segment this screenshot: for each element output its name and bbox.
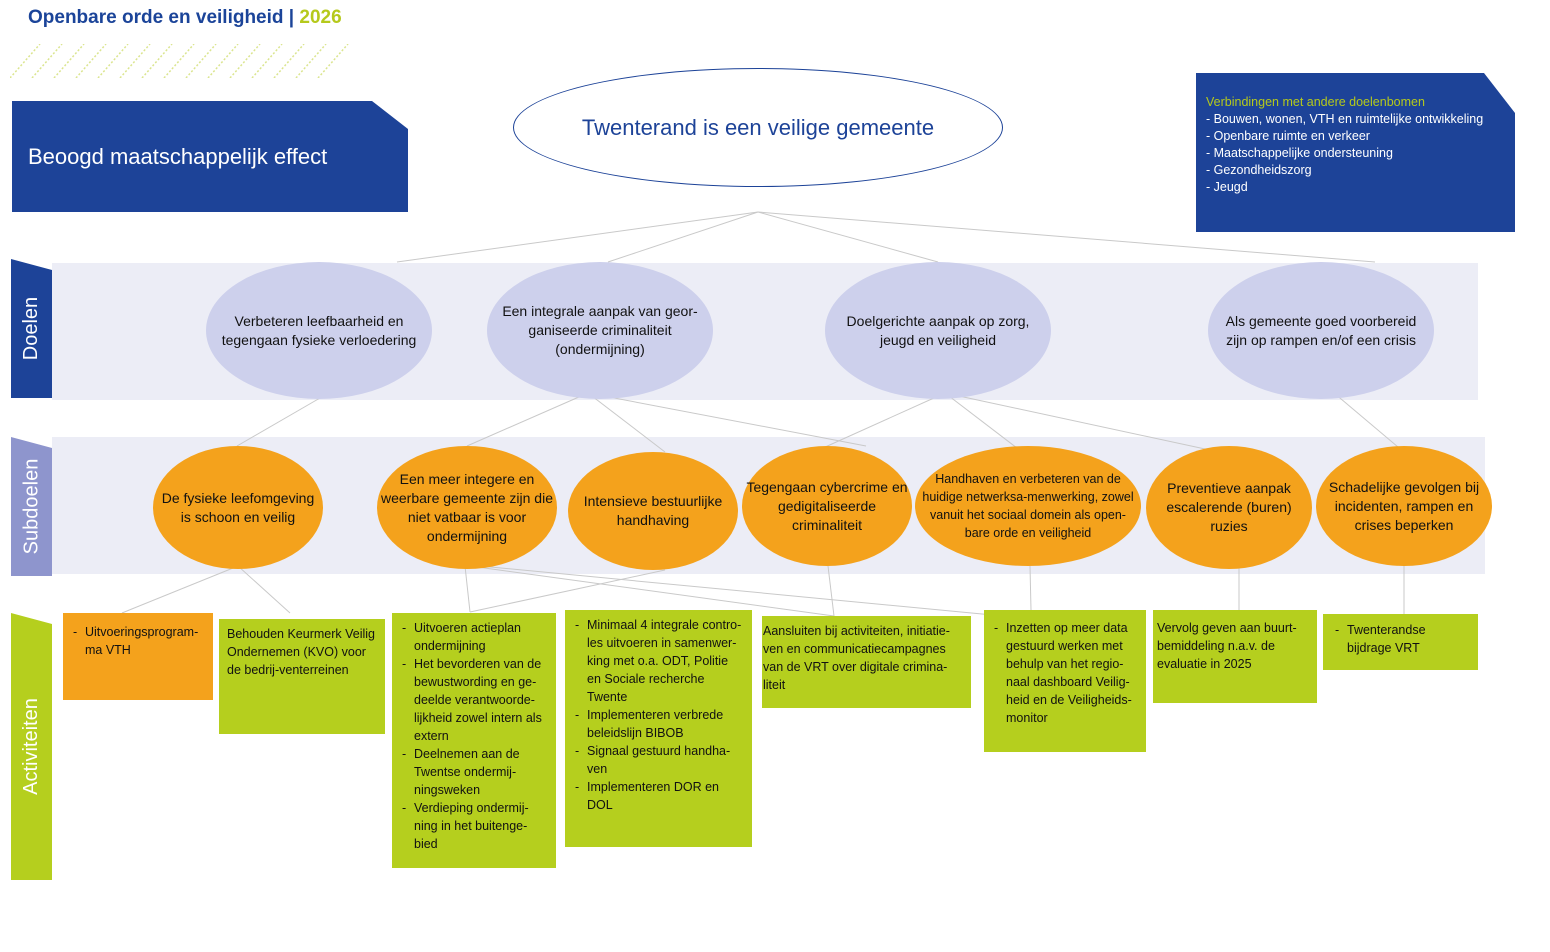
title-text: Openbare orde en veiligheid bbox=[28, 7, 284, 28]
section-label-doelen-text: Doelen bbox=[20, 296, 43, 361]
activity-item: Uitvoeringsprogram-ma VTH bbox=[73, 623, 205, 659]
activity-item: Implementeren DOR en DOL bbox=[575, 778, 744, 814]
main-goal-ellipse: Twenterand is een veilige gemeente bbox=[513, 68, 1003, 187]
section-label-subdoelen: Subdoelen bbox=[11, 437, 52, 576]
subgoal-ellipse: Preventieve aanpak escalerende (buren) r… bbox=[1146, 446, 1312, 569]
activity-box: Inzetten op meer data gestuurd werken me… bbox=[984, 610, 1146, 752]
decorative-hatch bbox=[10, 44, 349, 78]
connection-item: - Maatschappelijke ondersteuning bbox=[1206, 146, 1393, 160]
goal-text: Doelgerichte aanpak op zorg, jeugd en ve… bbox=[846, 312, 1030, 348]
activity-box: Uitvoeringsprogram-ma VTH bbox=[63, 613, 213, 700]
activity-box: Aansluiten bij activiteiten, initiatie-v… bbox=[762, 616, 971, 708]
title-separator: | bbox=[288, 7, 295, 28]
activity-box: Uitvoeren actieplan ondermijning Het bev… bbox=[392, 613, 556, 868]
activity-box: Vervolg geven aan buurt-bemiddeling n.a.… bbox=[1153, 610, 1317, 703]
section-label-subdoelen-text: Subdoelen bbox=[20, 458, 42, 555]
section-label-activiteiten-text: Activiteiten bbox=[20, 698, 42, 795]
activity-item: Twenterandse bijdrage VRT bbox=[1335, 621, 1470, 657]
effect-label-banner: Beoogd maatschappelijk effect bbox=[12, 101, 408, 212]
connections-title: Verbindingen met andere doelenbomen bbox=[1206, 95, 1425, 109]
goal-text: Een integrale aanpak van geor-ganiseerde… bbox=[502, 303, 698, 357]
connection-item: - Jeugd bbox=[1206, 180, 1248, 194]
subgoal-ellipse: Tegengaan cybercrime en gedigitaliseerde… bbox=[742, 446, 912, 566]
connections-box: Verbindingen met andere doelenbomen - Bo… bbox=[1196, 73, 1515, 232]
subgoal-text: Een meer integere en weerbare gemeente z… bbox=[381, 470, 553, 544]
activity-item: Implementeren verbrede beleidslijn BIBOB bbox=[575, 706, 744, 742]
activity-item: Het bevorderen van de bewustwording en g… bbox=[402, 655, 548, 745]
activity-item: Uitvoeren actieplan ondermijning bbox=[402, 619, 548, 655]
activity-box: Twenterandse bijdrage VRT bbox=[1323, 614, 1478, 670]
activity-box: Minimaal 4 integrale contro-les uitvoere… bbox=[565, 610, 752, 847]
goal-text: Als gemeente goed voorbereid zijn op ram… bbox=[1225, 312, 1417, 348]
activity-item: Minimaal 4 integrale contro-les uitvoere… bbox=[575, 616, 744, 706]
goal-ellipse: Doelgerichte aanpak op zorg, jeugd en ve… bbox=[825, 262, 1051, 399]
subgoal-text: Preventieve aanpak escalerende (buren) r… bbox=[1166, 480, 1292, 534]
section-label-activiteiten: Activiteiten bbox=[11, 613, 52, 880]
goal-ellipse: Als gemeente goed voorbereid zijn op ram… bbox=[1208, 262, 1434, 399]
title-year: 2026 bbox=[299, 7, 342, 28]
goal-text: Verbeteren leefbaarheid en tegengaan fys… bbox=[221, 312, 417, 348]
connection-item: - Openbare ruimte en verkeer bbox=[1206, 129, 1370, 143]
subgoal-text: Intensieve bestuurlijke handhaving bbox=[583, 493, 723, 528]
goal-ellipse: Een integrale aanpak van geor-ganiseerde… bbox=[487, 262, 713, 399]
subgoal-ellipse: Een meer integere en weerbare gemeente z… bbox=[377, 446, 557, 569]
subgoal-ellipse: Schadelijke gevolgen bij incidenten, ram… bbox=[1316, 446, 1492, 566]
subgoal-text: De fysieke leefomgeving is schoon en vei… bbox=[161, 489, 315, 525]
activity-item: Inzetten op meer data gestuurd werken me… bbox=[994, 619, 1138, 727]
connection-item: - Bouwen, wonen, VTH en ruimtelijke ontw… bbox=[1206, 112, 1484, 126]
subgoal-text: Handhaven en verbeteren van de huidige n… bbox=[922, 472, 1134, 540]
activity-item: Verdieping ondermij-ning in het buitenge… bbox=[402, 799, 548, 853]
activity-item: Aansluiten bij activiteiten, initiatie-v… bbox=[763, 624, 950, 692]
subgoal-ellipse: De fysieke leefomgeving is schoon en vei… bbox=[153, 446, 323, 569]
subgoal-text: Tegengaan cybercrime en gedigitaliseerde… bbox=[746, 478, 908, 533]
page-title: Openbare orde en veiligheid | 2026 bbox=[28, 7, 342, 29]
activity-item: Signaal gestuurd handha-ven bbox=[575, 742, 744, 778]
effect-label-text: Beoogd maatschappelijk effect bbox=[28, 144, 328, 169]
goal-ellipse: Verbeteren leefbaarheid en tegengaan fys… bbox=[206, 262, 432, 399]
main-goal-text: Twenterand is een veilige gemeente bbox=[581, 114, 935, 140]
subgoal-ellipse: Handhaven en verbeteren van de huidige n… bbox=[915, 446, 1141, 566]
activity-item: Vervolg geven aan buurt-bemiddeling n.a.… bbox=[1157, 621, 1297, 671]
activity-box: Behouden Keurmerk Veilig Ondernemen (KVO… bbox=[219, 619, 385, 734]
connection-item: - Gezondheidszorg bbox=[1206, 163, 1312, 177]
subgoal-ellipse: Intensieve bestuurlijke handhaving bbox=[568, 452, 738, 570]
activity-item: Deelnemen aan de Twentse ondermij-ningsw… bbox=[402, 745, 548, 799]
subgoal-text: Schadelijke gevolgen bij incidenten, ram… bbox=[1328, 478, 1480, 533]
section-label-doelen: Doelen bbox=[11, 259, 52, 398]
activity-item: Behouden Keurmerk Veilig Ondernemen (KVO… bbox=[227, 627, 376, 677]
